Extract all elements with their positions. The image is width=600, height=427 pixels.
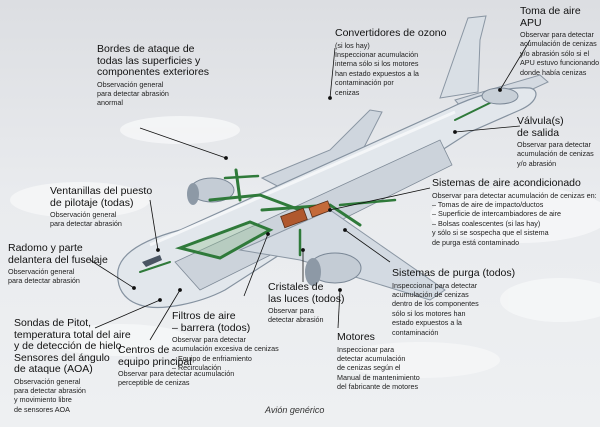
fuselage-highlight — [149, 110, 456, 247]
callout-title: Filtros de aire– barrera (todos) — [172, 310, 251, 334]
callout-lines — [89, 39, 531, 341]
vertical-stabilizer — [439, 15, 487, 99]
cloud-background — [10, 116, 600, 378]
callout-pitot-probes: Sondas de Pitot,temperatura total del ai… — [14, 317, 131, 414]
air-ducts — [139, 97, 501, 273]
callout-title: Válvula(s)de salida — [517, 115, 564, 139]
callout-title: Convertidores de ozono — [335, 27, 447, 39]
ac-packs — [280, 200, 332, 229]
callout-air-filters: Filtros de aire– barrera (todos) Observa… — [172, 310, 279, 373]
callout-air-conditioning: Sistemas de aire acondicionado Observar … — [432, 177, 597, 247]
callout-title: Sondas de Pitot,temperatura total del ai… — [14, 317, 131, 375]
engine-near — [305, 252, 362, 286]
callout-bleed-systems: Sistemas de purga (todos) Inspeccionar p… — [392, 267, 516, 337]
callout-title: Toma de aire APU — [520, 5, 581, 29]
cockpit-windows — [142, 255, 162, 267]
engine-far — [187, 177, 235, 205]
callout-title: Motores — [337, 331, 375, 343]
callout-ozone-converters: Convertidores de ozono (si los hay)Inspe… — [335, 27, 447, 97]
callout-title: Sistemas de aire acondicionado — [432, 177, 581, 189]
apu-tail-cone — [481, 87, 519, 105]
callout-outflow-valves: Válvula(s)de salida Observar para detect… — [517, 115, 594, 168]
callout-title: Sistemas de purga (todos) — [392, 267, 516, 279]
diagram-caption: Avión genérico — [265, 405, 325, 415]
callout-description: Observar para detectar acumulación de ce… — [432, 190, 597, 247]
